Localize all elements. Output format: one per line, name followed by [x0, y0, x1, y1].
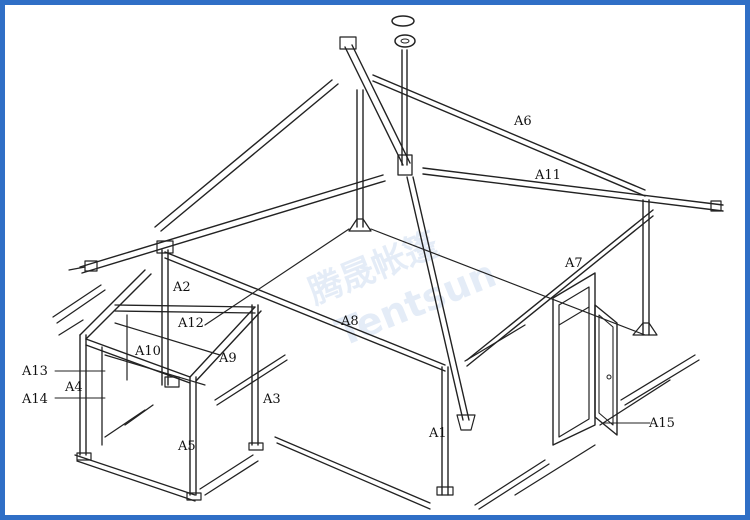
label-A11: A11 [534, 168, 561, 183]
door-A15 [552, 272, 618, 446]
crown-hub-part-inner [400, 38, 410, 44]
label-A13: A13 [21, 364, 48, 379]
part-labels: A1 A2 A3 A4 A5 A6 A7 A8 A9 A10 A11 A12 A… [21, 114, 675, 454]
label-A6: A6 [513, 114, 532, 129]
upright-front-corner [436, 366, 454, 496]
label-A8: A8 [340, 314, 359, 329]
callout-leaders [54, 370, 651, 424]
label-A15: A15 [648, 416, 675, 431]
label-A14: A14 [21, 392, 48, 407]
label-A3: A3 [262, 392, 281, 407]
back-left-base-line [204, 228, 350, 326]
beam-A8 [164, 251, 446, 372]
label-A1: A1 [428, 426, 447, 441]
upright-right-back [632, 199, 658, 336]
rafter-A1 [406, 176, 476, 431]
rafter-peak [339, 36, 411, 166]
label-A4: A4 [64, 380, 83, 395]
tent-frame-diagram: 腾晟帐篷 Tentsun [21, 15, 724, 510]
beam-A11 [422, 167, 724, 212]
rafter-left-long [68, 174, 386, 274]
upright-A2 [156, 240, 174, 386]
watermark: 腾晟帐篷 Tentsun [303, 225, 502, 356]
label-A2: A2 [172, 280, 191, 295]
ground-poles [52, 284, 700, 510]
back-corner-upright [348, 89, 372, 232]
king-pole [397, 49, 413, 176]
beam-A6 [372, 74, 646, 197]
label-A9: A9 [218, 351, 237, 366]
label-A12: A12 [177, 316, 204, 331]
porch-frame [76, 269, 264, 501]
crown-cap-part [391, 15, 415, 27]
crown-hub-part [394, 34, 416, 48]
label-A10: A10 [134, 344, 161, 359]
label-A5: A5 [177, 439, 196, 454]
back-left-roof-beam [154, 79, 339, 232]
label-A7: A7 [564, 256, 583, 271]
